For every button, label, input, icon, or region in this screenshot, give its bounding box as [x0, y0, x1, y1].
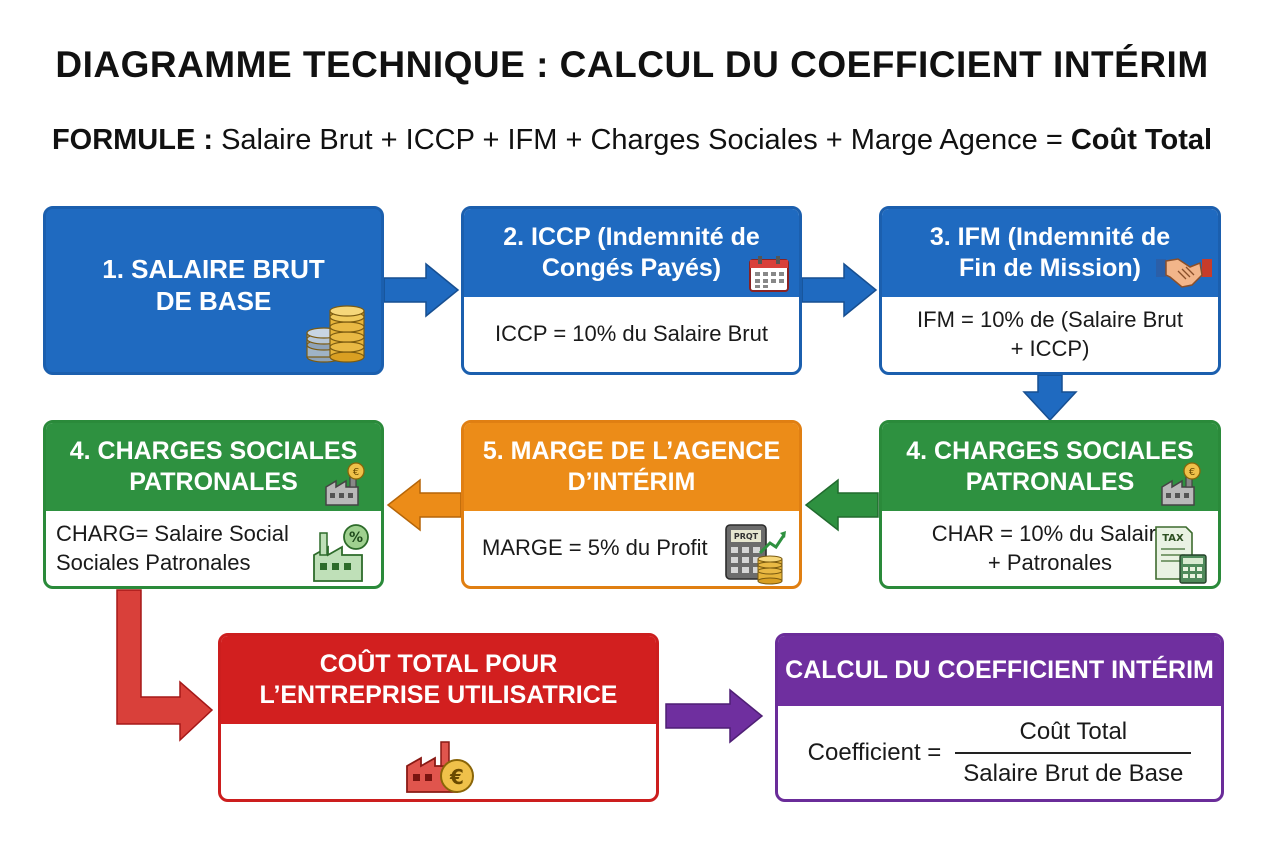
arrow-cout-total-to-coefficient	[665, 688, 764, 744]
step-ifm: 3. IFM (Indemnité de Fin de Mission) IFM…	[879, 206, 1221, 375]
calendar-icon	[748, 255, 790, 298]
step-marge-title: 5. MARGE DE L’AGENCE D’INTÉRIM	[464, 423, 799, 511]
step-salaire-brut: 1. SALAIRE BRUT DE BASE	[43, 206, 384, 375]
tax-calculator-icon: TAX	[1152, 523, 1210, 586]
step-ifm-title: 3. IFM (Indemnité de Fin de Mission)	[882, 209, 1218, 297]
profit-calculator-icon: PRQT	[722, 519, 788, 586]
arrow-charges-to-marge	[804, 478, 879, 532]
factory-percent-icon: %	[312, 521, 372, 586]
step-charges-sociales-left: 4. CHARGES SOCIALES PATRONALES € CHARG= …	[43, 420, 384, 589]
coefficient-numerator: Coût Total	[955, 716, 1192, 754]
arrow-iccp-to-ifm	[801, 262, 878, 318]
svg-text:%: %	[349, 530, 363, 546]
step-iccp: 2. ICCP (Indemnité de Congés Payés) ICCP…	[461, 206, 802, 375]
factory-euro-icon: €	[1160, 461, 1202, 512]
handshake-icon	[1156, 251, 1212, 296]
step-salaire-brut-title: 1. SALAIRE BRUT DE BASE	[46, 209, 381, 327]
coin-stack-icon	[304, 297, 368, 368]
arrow-ifm-to-charges	[1022, 374, 1078, 422]
step-cout-total-title: COÛT TOTAL POUR L’ENTREPRISE UTILISATRIC…	[221, 636, 656, 724]
step-iccp-body: ICCP = 10% du Salaire Brut	[495, 321, 768, 347]
diagram-title: DIAGRAMME TECHNIQUE : CALCUL DU COEFFICI…	[55, 44, 1209, 85]
step-coefficient-title: CALCUL DU COEFFICIENT INTÉRIM	[778, 636, 1221, 706]
step-charges-right-title: 4. CHARGES SOCIALES PATRONALES	[882, 423, 1218, 511]
step-iccp-title: 2. ICCP (Indemnité de Congés Payés)	[464, 209, 799, 297]
arrow-charges-to-cout-total	[116, 589, 214, 742]
step-charges-left-body: CHARG= Salaire Social Sociales Patronale…	[56, 520, 289, 575]
arrow-salaire-to-iccp	[383, 262, 460, 318]
factory-euro-icon: €	[324, 461, 366, 512]
formula-line: FORMULE : Salaire Brut + ICCP + IFM + Ch…	[0, 124, 1264, 157]
svg-text:€: €	[1189, 467, 1195, 478]
tax-label: TAX	[1162, 533, 1184, 544]
step-charges-sociales-right: 4. CHARGES SOCIALES PATRONALES € CHAR = …	[879, 420, 1221, 589]
coefficient-lhs: Coefficient =	[807, 738, 942, 766]
coefficient-denominator: Salaire Brut de Base	[963, 759, 1184, 787]
formula-result: Coût Total	[1070, 124, 1213, 156]
svg-text:€: €	[449, 765, 464, 789]
factory-euro-coin-icon: €	[405, 734, 477, 799]
step-cout-total: COÛT TOTAL POUR L’ENTREPRISE UTILISATRIC…	[218, 633, 659, 802]
svg-text:€: €	[353, 467, 359, 478]
step-marge-body: MARGE = 5% du Profit	[482, 535, 708, 561]
step-charges-left-title: 4. CHARGES SOCIALES PATRONALES	[46, 423, 381, 511]
profit-label: PRQT	[734, 532, 759, 541]
step-coefficient: CALCUL DU COEFFICIENT INTÉRIM Coefficien…	[775, 633, 1224, 802]
formula-label: FORMULE :	[51, 124, 214, 156]
formula-text: Salaire Brut + ICCP + IFM + Charges Soci…	[213, 124, 1071, 156]
arrow-marge-to-charges	[386, 478, 462, 532]
step-ifm-body: IFM = 10% de (Salaire Brut + ICCP)	[917, 306, 1183, 361]
coefficient-formula: Coefficient = Coût Total Salaire Brut de…	[778, 706, 1221, 799]
step-marge-agence: 5. MARGE DE L’AGENCE D’INTÉRIM MARGE = 5…	[461, 420, 802, 589]
